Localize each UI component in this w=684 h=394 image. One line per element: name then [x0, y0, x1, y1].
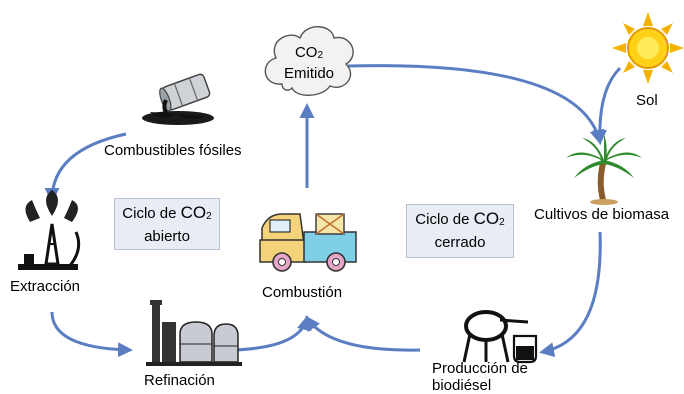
- oil-barrel-icon: [142, 73, 214, 125]
- arrow-sun-to-crops: [592, 66, 622, 145]
- biodiesel-line2: biodiésel: [432, 377, 492, 394]
- closed-cycle-prefix: Ciclo de: [415, 211, 474, 228]
- cloud-icon: [264, 26, 354, 96]
- arrow-refining-to-combustion: [231, 315, 312, 352]
- fossil-fuels-label: Combustibles fósiles: [104, 142, 242, 159]
- lab-apparatus-icon: [462, 310, 538, 364]
- closed-cycle-co: CO: [473, 209, 500, 228]
- closed-cycle-sub: 2: [499, 217, 505, 228]
- co2-emitted-co: CO: [294, 44, 318, 61]
- co2-emitted-label: CO2 Emitido: [278, 44, 340, 83]
- arrow-fossil-to-extraction: [44, 132, 127, 203]
- open-cycle-type: abierto: [144, 228, 190, 245]
- open-cycle-co: CO: [180, 203, 207, 222]
- oil-well-icon: [18, 190, 81, 270]
- co2-emitted-word: Emitido: [283, 65, 335, 82]
- arrow-extraction-to-refining: [50, 311, 133, 358]
- biodiesel-line1: Producción de: [432, 360, 528, 377]
- sun-icon: [612, 12, 684, 84]
- combustion-label: Combustión: [262, 284, 343, 301]
- co2-emitted-sub: 2: [317, 50, 324, 61]
- truck-icon: [259, 213, 357, 272]
- biodiesel-production-label: Producción de biodiésel: [432, 360, 528, 394]
- refinery-icon: [146, 300, 242, 366]
- open-cycle-sub: 2: [206, 211, 212, 222]
- arrow-co2-to-crops: [347, 64, 605, 145]
- palm-tree-icon: [566, 134, 642, 205]
- arrow-biodiesel-to-combustion: [305, 315, 421, 352]
- cycle-arrows: [44, 64, 622, 358]
- closed-cycle-type: cerrado: [434, 234, 486, 251]
- extraction-label: Extracción: [10, 278, 81, 295]
- sun-label: Sol: [636, 92, 658, 109]
- biomass-crops-label: Cultivos de biomasa: [534, 206, 670, 223]
- arrow-crops-to-biodiesel: [539, 231, 602, 358]
- refining-label: Refinación: [144, 372, 215, 389]
- open-cycle-box: Ciclo de CO2 abierto: [114, 198, 220, 250]
- open-cycle-prefix: Ciclo de: [122, 205, 181, 222]
- closed-cycle-box: Ciclo de CO2 cerrado: [406, 204, 514, 258]
